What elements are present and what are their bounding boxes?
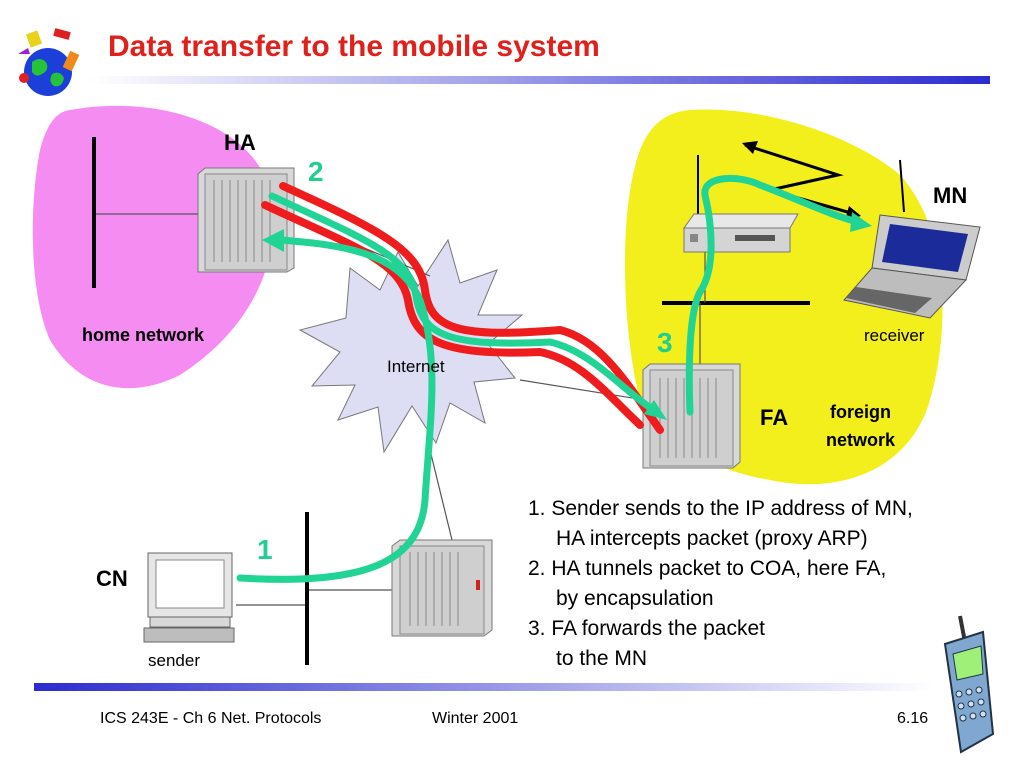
- receiver-label: receiver: [864, 326, 925, 345]
- path-green-3: [685, 174, 862, 416]
- foreign-network-label-2: network: [826, 430, 896, 450]
- internet-label: Internet: [387, 357, 445, 376]
- internet-cloud: [298, 238, 524, 454]
- globe-logo-icon: [18, 28, 80, 96]
- slide-title: Data transfer to the mobile system: [108, 30, 600, 63]
- steps-list: 1. Sender sends to the IP address of MN,…: [528, 494, 913, 674]
- cn-router-icon: [391, 539, 493, 637]
- footer-page-number: 6.16: [897, 710, 929, 727]
- computer-cn-icon: [143, 552, 235, 643]
- step-3-line-1: 3. FA forwards the packet: [528, 617, 765, 640]
- step-number-3: 3: [657, 327, 673, 358]
- mn-label: MN: [933, 183, 968, 208]
- step-2-line-1: 2. HA tunnels packet to COA, here FA,: [528, 557, 887, 580]
- step-1-line-1: 1. Sender sends to the IP address of MN,: [528, 497, 913, 520]
- step-number-1: 1: [257, 534, 273, 565]
- step-3-line-2: to the MN: [556, 647, 648, 670]
- ha-router-icon: [197, 167, 295, 273]
- fa-label: FA: [760, 405, 789, 430]
- step-number-2: 2: [308, 156, 324, 187]
- tunnel-path-red: [279, 182, 664, 434]
- foreign-network-label-1: foreign: [830, 402, 891, 422]
- path-green-1: [236, 236, 436, 583]
- ha-label: HA: [224, 130, 256, 155]
- laptop-mn-icon: [843, 159, 981, 319]
- footer-term: Winter 2001: [432, 710, 519, 727]
- path-green-2: [268, 192, 660, 416]
- footer-course: ICS 243E - Ch 6 Net. Protocols: [100, 710, 322, 727]
- step-2-line-2: by encapsulation: [556, 587, 714, 610]
- cn-label: CN: [96, 566, 128, 591]
- access-point-icon: [683, 213, 799, 253]
- sender-label: sender: [148, 651, 200, 670]
- mobile-phone-icon: [943, 615, 995, 754]
- step-1-line-2: HA intercepts packet (proxy ARP): [556, 527, 868, 550]
- title-underline: [90, 76, 990, 84]
- home-network-label: home network: [82, 325, 205, 345]
- footer-bar: [34, 683, 934, 691]
